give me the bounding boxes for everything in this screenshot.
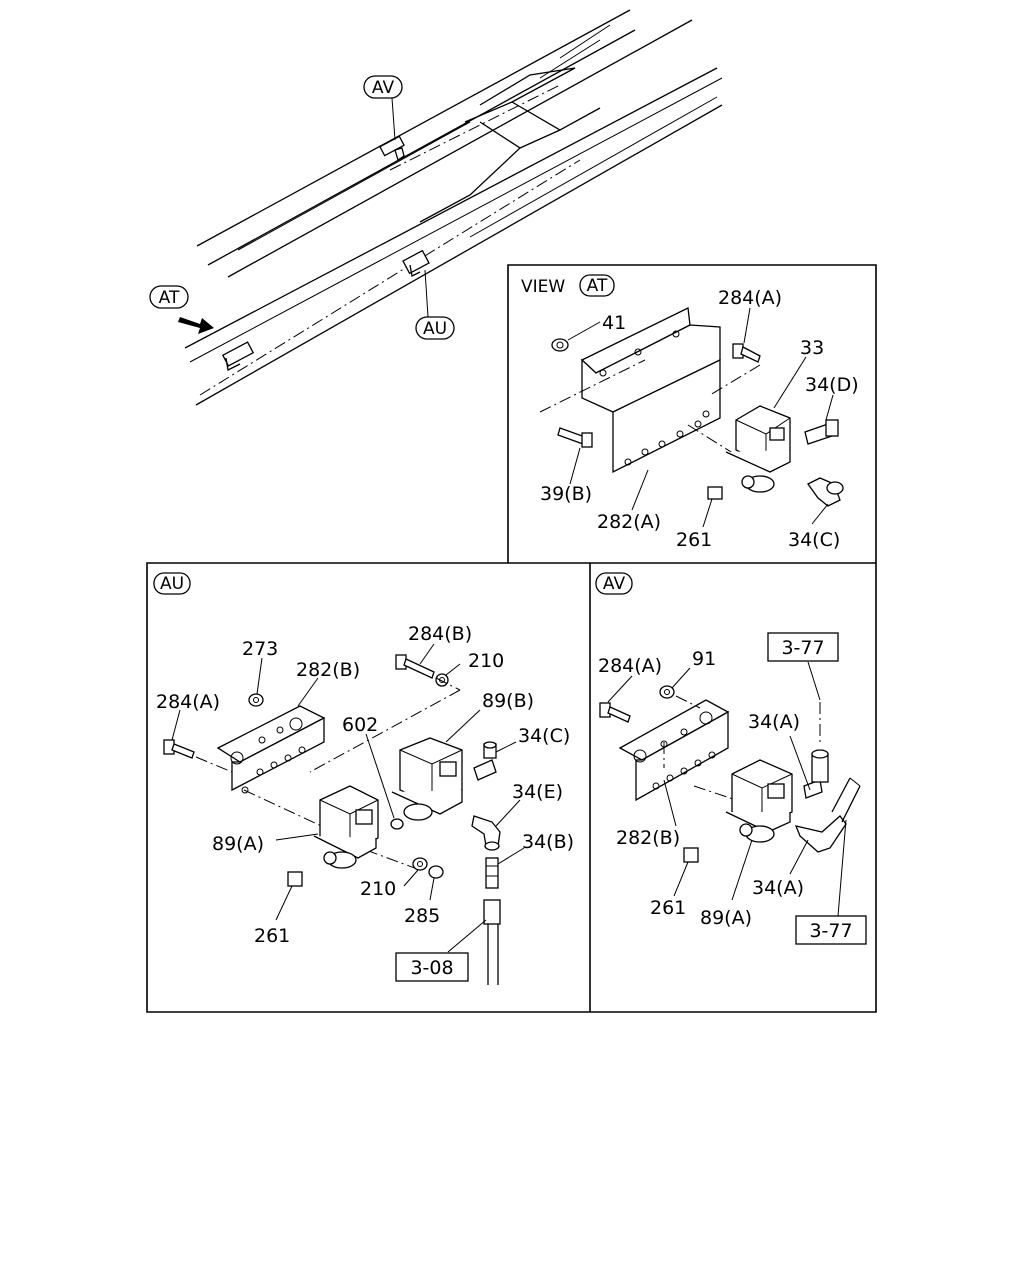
view-at-callout: AT (587, 276, 608, 296)
nut-273 (248, 693, 264, 707)
bolt-39b (557, 427, 593, 448)
plug-261-au (287, 871, 303, 887)
label-34b: 34(B) (522, 831, 574, 853)
chassis-frame-overview: AV AU AT (149, 9, 723, 406)
bracket-282a (580, 307, 721, 474)
label-34a-upper: 34(A) (748, 711, 800, 733)
part-labels-view-at: 41 284(A) 33 34(D) 39(B) 282(A) 261 34(C… (540, 287, 859, 551)
valve-bracket-au (402, 249, 430, 277)
centerline-upper (389, 84, 561, 171)
o-ring-602 (390, 818, 404, 830)
nut-91 (659, 685, 675, 699)
label-34a-lower: 34(A) (752, 877, 804, 899)
label-261: 261 (650, 897, 686, 919)
label-282a: 282(A) (597, 511, 661, 533)
valve-bracket-av (379, 135, 405, 162)
nut-285 (428, 865, 444, 879)
view-at-callout-ring (579, 274, 615, 297)
washer-210-bottom (412, 857, 428, 871)
callout-av[interactable]: AV (363, 75, 403, 141)
label-261: 261 (254, 925, 290, 947)
ref-box-3-77-bottom[interactable]: 3-77 (795, 915, 867, 945)
leader-lines-view-av (607, 661, 847, 917)
elbow-34c (807, 477, 844, 507)
label-210-top: 210 (468, 650, 504, 672)
svg-text:AU: AU (423, 319, 447, 339)
label-284a-top: 284(A) (598, 655, 662, 677)
view-av-panel: AV (595, 572, 867, 945)
svg-text:AV: AV (372, 78, 395, 98)
valve-bracket-at (221, 341, 255, 371)
label-89b: 89(B) (482, 690, 534, 712)
label-34d: 34(D) (805, 374, 859, 396)
label-33: 33 (800, 337, 824, 359)
washer-210-top (435, 673, 449, 687)
svg-text:3-77: 3-77 (809, 920, 852, 942)
label-89a: 89(A) (212, 833, 264, 855)
bolt-284a-av (599, 702, 631, 723)
plug-261-av (683, 847, 699, 863)
part-labels-view-av: 284(A) 91 34(A) 282(B) 261 89(A) 34(A) (598, 648, 804, 929)
centerline (199, 159, 581, 396)
bolt-284b (395, 654, 435, 679)
label-285: 285 (404, 905, 440, 927)
callout-at[interactable]: AT (149, 285, 189, 309)
label-34c: 34(C) (518, 725, 570, 747)
bracket-282b-au (216, 705, 326, 794)
part-labels-view-au: 273 282(B) 284(B) 210 284(A) 602 89(B) 3… (156, 623, 574, 947)
view-au-callout-ring (153, 572, 191, 595)
label-284a: 284(A) (718, 287, 782, 309)
plug-261 (707, 486, 723, 500)
fitting-34d (804, 419, 839, 445)
view-at-title: VIEW (521, 277, 565, 297)
svg-text:AT: AT (159, 288, 180, 308)
label-210-bottom: 210 (360, 878, 396, 900)
solenoid-valve-89b (391, 737, 463, 821)
view-frames (146, 264, 877, 1013)
flange-nut-41 (551, 338, 569, 352)
air-line-lower (831, 777, 861, 823)
bolt-284a (732, 343, 761, 363)
label-284a: 284(A) (156, 691, 220, 713)
label-282b: 282(B) (296, 659, 360, 681)
label-34e: 34(E) (512, 781, 563, 803)
frame-rails (184, 9, 723, 406)
label-89a: 89(A) (700, 907, 752, 929)
svg-text:3-08: 3-08 (410, 957, 453, 979)
view-au-callout: AU (160, 574, 184, 594)
callout-au[interactable]: AU (415, 269, 455, 340)
bracket-282b-av (618, 699, 730, 802)
solenoid-valve-89a-au (313, 785, 379, 869)
connector-34b (485, 857, 499, 889)
elbow-34e (471, 815, 501, 851)
label-282b: 282(B) (616, 827, 680, 849)
label-41: 41 (602, 312, 626, 334)
label-602: 602 (342, 714, 378, 736)
solenoid-valve-33 (725, 405, 791, 493)
view-direction-arrow-icon (178, 317, 214, 334)
label-261: 261 (676, 529, 712, 551)
label-39b: 39(B) (540, 483, 592, 505)
view-av-callout: AV (603, 574, 626, 594)
ref-box-3-08[interactable]: 3-08 (395, 952, 469, 982)
solenoid-valve-89a-av (725, 759, 793, 843)
leader-lines-view-au (171, 643, 525, 953)
label-91: 91 (692, 648, 716, 670)
elbow-34a-lower (794, 815, 847, 853)
label-284b: 284(B) (408, 623, 472, 645)
elbow-34a-upper (803, 749, 829, 799)
tee-fitting-34c-au (473, 741, 497, 781)
bolt-284a-au (163, 739, 195, 759)
view-av-callout-ring (595, 572, 633, 595)
view-au-panel: AU (153, 572, 574, 985)
view-at-panel: VIEW AT (521, 274, 859, 551)
leader-lines-view-at (567, 307, 834, 528)
label-34c: 34(C) (788, 529, 840, 551)
label-273: 273 (242, 638, 278, 660)
svg-text:3-77: 3-77 (781, 637, 824, 659)
cross-members (419, 24, 611, 223)
air-hose (483, 899, 501, 985)
ref-box-3-77-top[interactable]: 3-77 (767, 632, 839, 662)
